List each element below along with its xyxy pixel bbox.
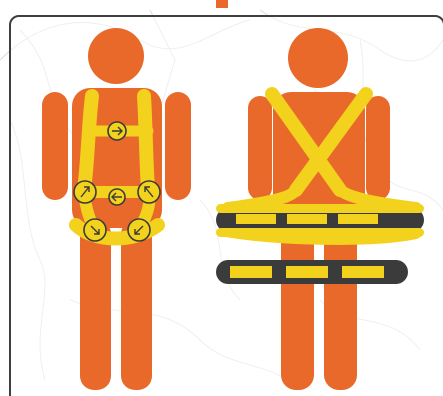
right-figure-left-leg	[281, 222, 314, 390]
left-figure-head	[88, 28, 144, 84]
left-figure-right-arm	[165, 92, 191, 200]
right-figure-right-arm	[366, 96, 390, 200]
right-figure-head	[288, 28, 348, 88]
left-leg-buckle	[84, 219, 106, 241]
right-figure	[216, 28, 424, 390]
right-shoulder-strap	[144, 96, 148, 190]
right-figure-right-leg	[324, 222, 357, 390]
left-shoulder-strap	[84, 96, 92, 190]
left-figure-right-leg	[121, 220, 152, 390]
lower-belt	[216, 260, 408, 284]
right-figure-left-arm	[248, 96, 272, 200]
left-figure-left-leg	[80, 220, 111, 390]
left-figure	[42, 28, 191, 390]
right-leg-buckle	[128, 219, 150, 241]
left-figure-body	[42, 28, 191, 390]
center-hip-buckle	[109, 189, 125, 205]
upper-belt	[216, 204, 424, 237]
right-hip-buckle	[138, 181, 160, 203]
left-hip-buckle	[74, 181, 96, 203]
left-figure-left-arm	[42, 92, 68, 200]
chest-buckle	[108, 122, 126, 140]
